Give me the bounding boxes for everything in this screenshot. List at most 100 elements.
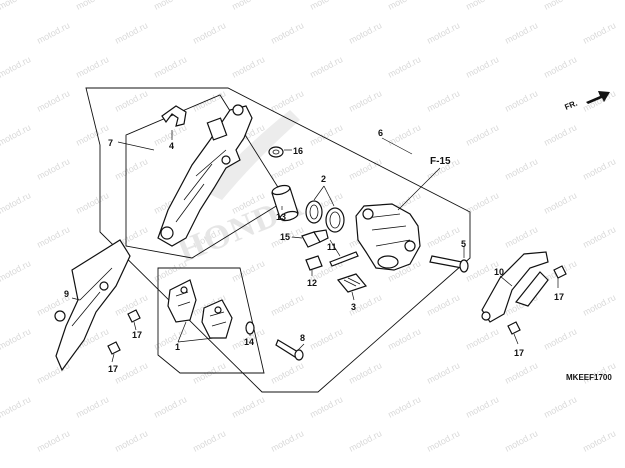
watermark-text-111: motod.ru [581, 428, 617, 454]
watermark-text-63: motod.ru [581, 224, 617, 250]
watermark-text-64: motod.ru [0, 258, 32, 284]
bleeder-cap [305, 255, 323, 271]
diagram-code: MKEEF1700 [566, 373, 612, 382]
watermark-text-28: motod.ru [347, 88, 383, 114]
watermark-text-87: motod.ru [542, 326, 578, 352]
watermark-text-106: motod.ru [191, 428, 227, 454]
watermark-text-39: motod.ru [542, 122, 578, 148]
watermark-text-105: motod.ru [113, 428, 149, 454]
callout-5: 5 [461, 239, 466, 249]
watermark-text-7: motod.ru [542, 0, 578, 12]
caliper-piston [271, 184, 299, 222]
caliper-assembly-frame [85, 87, 471, 393]
bleeder-screw [301, 229, 329, 248]
watermark-text-48: motod.ru [0, 190, 32, 216]
callout-17-d: 17 [514, 348, 524, 358]
watermark-text-86: motod.ru [464, 326, 500, 352]
piston-seal-set [305, 200, 345, 233]
watermark-text-92: motod.ru [347, 360, 383, 386]
watermark-text-104: motod.ru [35, 428, 71, 454]
watermark-text-19: motod.ru [230, 54, 266, 80]
watermark-text-67: motod.ru [230, 258, 266, 284]
watermark-text-108: motod.ru [347, 428, 383, 454]
watermark-text-109: motod.ru [425, 428, 461, 454]
watermark-text-94: motod.ru [503, 360, 539, 386]
disc-guard [54, 239, 131, 372]
watermark-text-79: motod.ru [581, 292, 617, 318]
callout-2: 2 [321, 174, 326, 184]
direction-marker: FR. [563, 91, 610, 112]
watermark-text-84: motod.ru [308, 326, 344, 352]
watermark-text-21: motod.ru [386, 54, 422, 80]
watermark-text-75: motod.ru [269, 292, 305, 318]
watermark-text-17: motod.ru [74, 54, 110, 80]
watermark-text-46: motod.ru [503, 156, 539, 182]
watermark-text-27: motod.ru [269, 88, 305, 114]
watermark-text-3: motod.ru [230, 0, 266, 12]
watermark-text-102: motod.ru [464, 394, 500, 420]
watermark-text-10: motod.ru [191, 20, 227, 46]
watermark-text-62: motod.ru [503, 224, 539, 250]
watermark-text-22: motod.ru [464, 54, 500, 80]
callout-8: 8 [300, 333, 305, 343]
honda-wing-mark [205, 110, 300, 200]
watermark-text-55: motod.ru [542, 190, 578, 216]
callout-13: 13 [276, 212, 286, 222]
watermark-text-11: motod.ru [269, 20, 305, 46]
watermark-text-40: motod.ru [35, 156, 71, 182]
watermark-text-9: motod.ru [113, 20, 149, 46]
watermark-text-2: motod.ru [152, 0, 188, 12]
pad-retainer-clip [161, 105, 187, 127]
watermark-text-37: motod.ru [386, 122, 422, 148]
callout-17-b: 17 [108, 364, 118, 374]
reference-label: F-15 [430, 156, 451, 167]
flange-bolt-1 [127, 309, 141, 323]
leader-lines [71, 130, 559, 363]
callout-12: 12 [307, 278, 317, 288]
watermark-text-77: motod.ru [425, 292, 461, 318]
watermark-text-32: motod.ru [0, 122, 32, 148]
callout-15: 15 [280, 232, 290, 242]
flange-bolt-3 [553, 265, 567, 279]
callout-17-a: 17 [132, 330, 142, 340]
watermark-text-56: motod.ru [35, 224, 71, 250]
watermark-text-16: motod.ru [0, 54, 32, 80]
pad-spring [336, 273, 368, 293]
watermark-text-23: motod.ru [542, 54, 578, 80]
callout-17-c: 17 [554, 292, 564, 302]
pad-pin [275, 339, 304, 361]
watermark-text-44: motod.ru [347, 156, 383, 182]
caliper-slide-pin [429, 255, 469, 273]
callout-6: 6 [378, 128, 383, 138]
callout-9: 9 [64, 289, 69, 299]
watermark-text-0: motod.ru [0, 0, 32, 12]
watermark-text-96: motod.ru [0, 394, 32, 420]
watermark-text-103: motod.ru [542, 394, 578, 420]
watermark-text-80: motod.ru [0, 326, 32, 352]
callout-3: 3 [351, 302, 356, 312]
callout-14: 14 [244, 337, 254, 347]
watermark-text-26: motod.ru [191, 88, 227, 114]
watermark-text-107: motod.ru [269, 428, 305, 454]
direction-label: FR. [563, 99, 578, 112]
watermark-text-25: motod.ru [113, 88, 149, 114]
watermark-text-89: motod.ru [113, 360, 149, 386]
watermark-text-91: motod.ru [269, 360, 305, 386]
callout-11: 11 [327, 242, 337, 252]
watermark-text-24: motod.ru [35, 88, 71, 114]
watermark-text-110: motod.ru [503, 428, 539, 454]
callout-7: 7 [108, 138, 113, 148]
brake-pad-outer [167, 279, 197, 323]
callout-1: 1 [175, 342, 180, 352]
watermark-text-38: motod.ru [464, 122, 500, 148]
caliper-bracket [157, 104, 253, 247]
watermark-text-100: motod.ru [308, 394, 344, 420]
flange-bolt-2 [107, 341, 121, 355]
watermark-text-99: motod.ru [230, 394, 266, 420]
watermark-text-49: motod.ru [74, 190, 110, 216]
pad-pin-plug [245, 321, 255, 335]
watermark-text-85: motod.ru [386, 326, 422, 352]
